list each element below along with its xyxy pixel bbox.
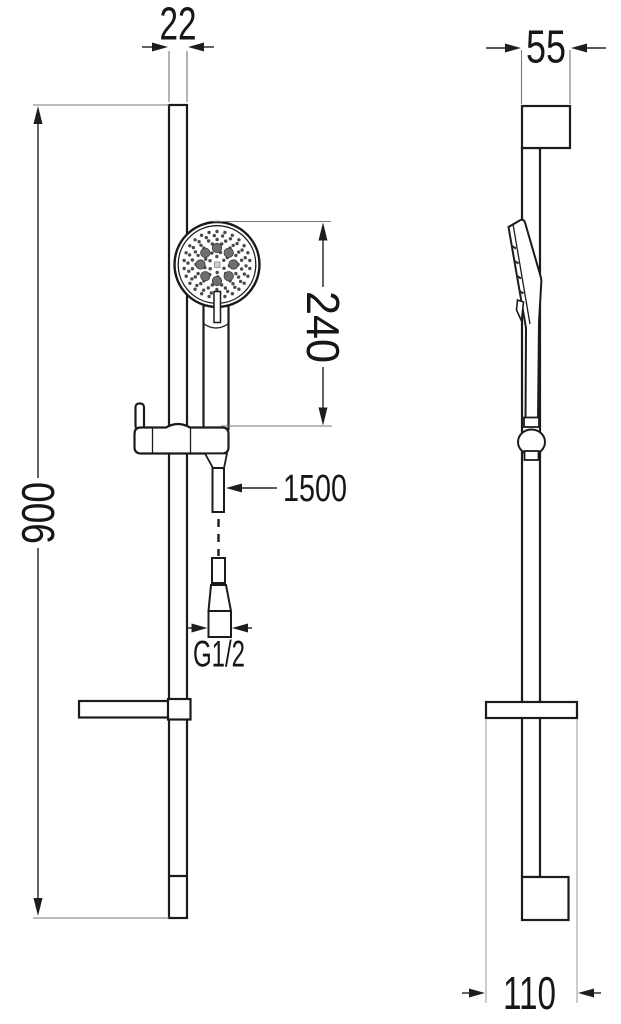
wall-bracket-bottom xyxy=(520,875,570,922)
knob-lower xyxy=(523,450,540,461)
dim-handset-length: 240 xyxy=(213,220,349,427)
dim-bar-height-label: 900 xyxy=(12,482,64,544)
dim-bracket-depth-label: 55 xyxy=(526,21,566,73)
knob-upper xyxy=(523,416,540,428)
dim-bar-width: 22 xyxy=(142,0,214,102)
dim-bar-width-label: 22 xyxy=(160,0,197,50)
shelf-collar xyxy=(166,697,192,721)
handle-neck-arc xyxy=(203,323,229,329)
connector-cylinder xyxy=(207,610,232,638)
dimension-annotations: 22 55 240 1500 xyxy=(12,0,606,1019)
front-slide-bar xyxy=(167,103,189,920)
handle-front-slot xyxy=(213,290,222,324)
dim-bar-height: 900 xyxy=(12,104,169,919)
hose-upper xyxy=(211,467,225,513)
holder-lever xyxy=(134,402,146,431)
handle-cone xyxy=(203,452,229,469)
front-soap-shelf xyxy=(77,699,171,719)
dim-connector-thread: G1/2 xyxy=(188,623,252,675)
dim-shelf-depth: 110 xyxy=(462,719,601,1019)
connector-cone xyxy=(207,584,233,612)
dim-hose-length: 1500 xyxy=(226,468,347,510)
side-handset-ticks xyxy=(511,245,525,295)
side-handset xyxy=(507,218,543,421)
spray-nozzle-dots xyxy=(182,229,252,300)
side-soap-shelf xyxy=(484,700,579,720)
dim-handset-length-label: 240 xyxy=(297,291,349,363)
wall-bracket-top xyxy=(520,104,572,150)
dim-hose-length-label: 1500 xyxy=(283,468,347,510)
spray-center-plug xyxy=(214,261,221,268)
side-view xyxy=(484,104,579,922)
dim-connector-thread-label: G1/2 xyxy=(193,634,245,675)
connector-nut xyxy=(211,557,226,584)
side-holder-clip xyxy=(515,298,525,325)
slide-holder-bracket xyxy=(133,422,230,455)
front-view xyxy=(77,103,261,920)
dim-bracket-depth: 55 xyxy=(486,21,606,104)
side-handset-face-line xyxy=(512,223,531,325)
dim-shelf-depth-label: 110 xyxy=(503,967,556,1019)
